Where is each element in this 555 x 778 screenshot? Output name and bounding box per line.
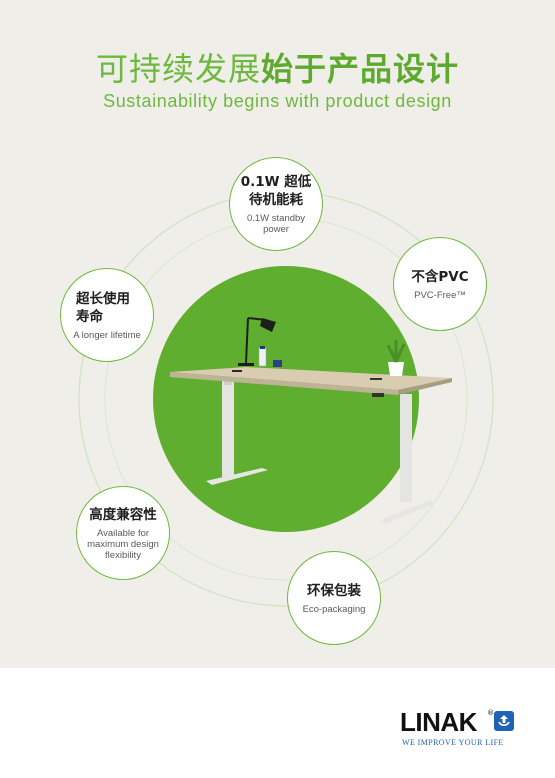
- logo-arrow-icon: [494, 711, 514, 731]
- feature-title: 环保包装: [307, 582, 361, 599]
- feature-title: 0.1W 超低待机能耗: [240, 174, 312, 208]
- feature-title: 不含PVC: [411, 268, 469, 285]
- feature-subtitle: Eco-packaging: [302, 603, 366, 615]
- page-subtitle: Sustainability begins with product desig…: [103, 91, 452, 111]
- page-title: 可持续发展始于产品设计: [0, 44, 555, 90]
- desk-top: [170, 367, 452, 390]
- logo-wordmark: LINAK: [400, 707, 477, 737]
- footer-band: [0, 668, 555, 778]
- feature-subtitle: 0.1W standby power: [246, 213, 306, 235]
- feature-subtitle: A longer lifetime: [73, 329, 141, 341]
- desk-lamp-icon: [238, 317, 276, 366]
- title-light: 可持续发展: [95, 50, 261, 88]
- green-disc: [153, 266, 419, 532]
- potted-plant-icon: [386, 340, 406, 376]
- brand-tagline: WE IMPROVE YOUR LIFE: [402, 738, 504, 747]
- feature-subtitle: Available for maximum design flexibility: [87, 527, 159, 561]
- feature-long-lifetime: 超长使用寿命 A longer lifetime: [60, 268, 154, 362]
- feature-title: 超长使用寿命: [76, 290, 130, 325]
- feature-subtitle: PVC-Free™: [414, 289, 466, 301]
- linak-logo: LINAK ®: [400, 708, 516, 748]
- registered-mark: ®: [487, 709, 494, 717]
- feature-standby-power: 0.1W 超低待机能耗 0.1W standby power: [229, 157, 323, 251]
- feature-title: 高度兼容性: [89, 506, 157, 523]
- title-bold: 始于产品设计: [261, 50, 460, 88]
- feature-design-flexibility: 高度兼容性 Available for maximum design flexi…: [76, 486, 170, 580]
- feature-eco-packaging: 环保包装 Eco-packaging: [287, 551, 381, 645]
- feature-pvc-free: 不含PVC PVC-Free™: [393, 237, 487, 331]
